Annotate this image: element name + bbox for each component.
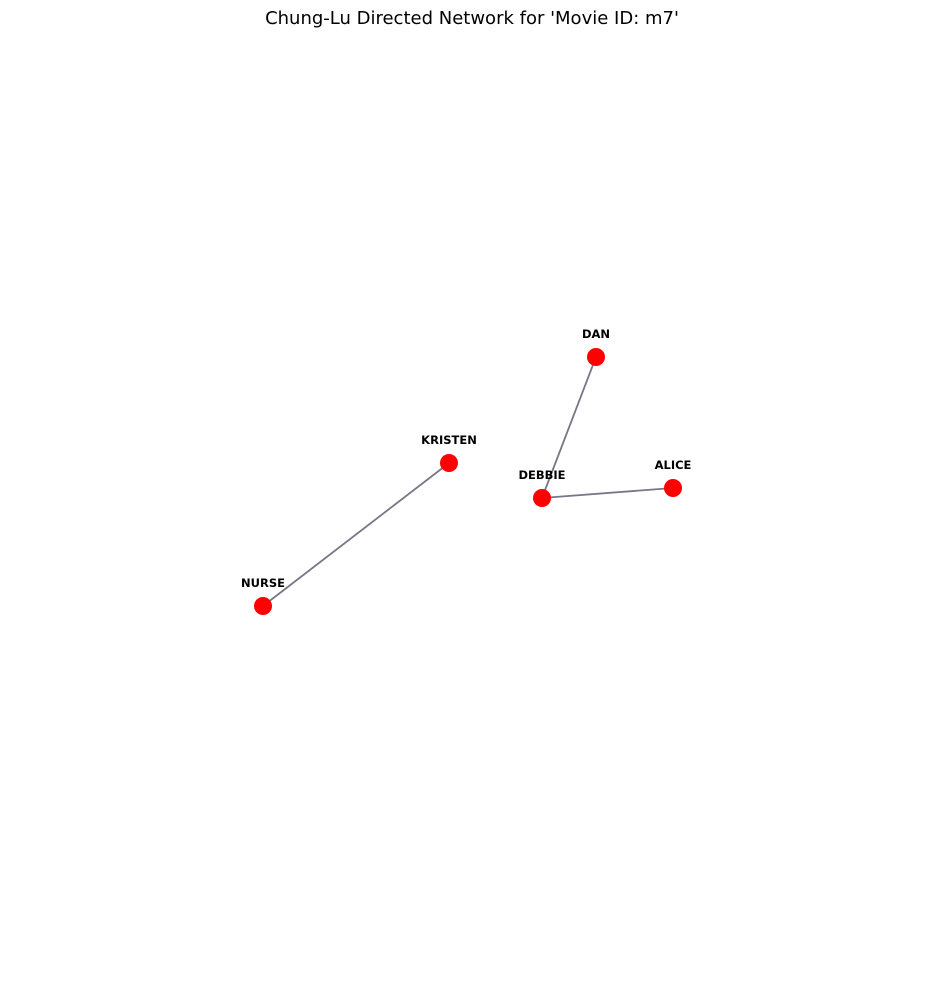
edges-layer bbox=[262, 356, 674, 607]
node-dan[interactable] bbox=[587, 348, 605, 366]
node-label-alice: ALICE bbox=[655, 458, 692, 472]
node-kristen[interactable] bbox=[440, 454, 458, 472]
labels-layer: DAN KRISTEN DEBBIE ALICE NURSE bbox=[241, 327, 692, 590]
node-nurse[interactable] bbox=[254, 597, 272, 615]
node-label-debbie: DEBBIE bbox=[518, 468, 565, 482]
chart-title: Chung-Lu Directed Network for 'Movie ID:… bbox=[265, 8, 679, 29]
node-label-dan: DAN bbox=[582, 327, 610, 341]
node-alice[interactable] bbox=[664, 479, 682, 497]
edge-debbie-dan bbox=[541, 356, 597, 499]
edge-debbie-alice bbox=[541, 487, 674, 499]
nodes-layer bbox=[254, 348, 682, 615]
edge-nurse-kristen bbox=[262, 462, 450, 607]
node-label-kristen: KRISTEN bbox=[421, 433, 477, 447]
node-debbie[interactable] bbox=[533, 489, 551, 507]
node-label-nurse: NURSE bbox=[241, 576, 285, 590]
